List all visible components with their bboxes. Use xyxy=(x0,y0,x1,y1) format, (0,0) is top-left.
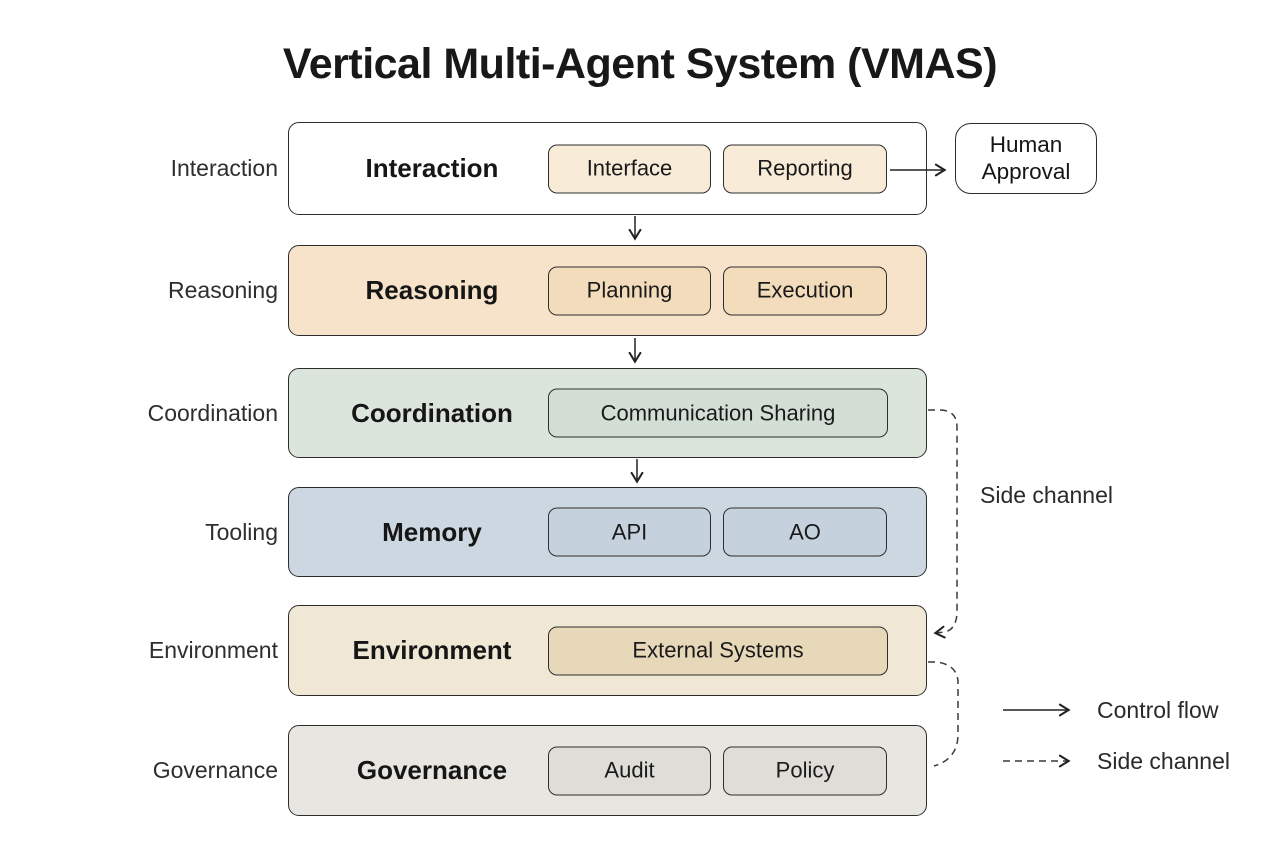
layer-row-coordination: Coordination Coordination Communication … xyxy=(0,368,1280,458)
reasoning-layer-label: Reasoning xyxy=(365,275,499,305)
environment-layer-label: Environment xyxy=(352,635,512,665)
governance-layer-label: Governance xyxy=(356,755,508,785)
audit-subbox: Audit xyxy=(548,746,711,795)
legend-control-flow-label: Control flow xyxy=(1097,697,1219,723)
planning-subbox: Planning xyxy=(548,266,711,315)
communication-sharing-subbox: Communication Sharing xyxy=(548,388,888,438)
side-label-reasoning: Reasoning xyxy=(168,277,278,303)
interaction-layer-box: Interaction Interface Reporting xyxy=(288,122,927,215)
coordination-layer-label: Coordination xyxy=(351,397,513,428)
side-label-tooling: Tooling xyxy=(205,518,278,545)
interaction-layer-label: Interaction xyxy=(365,153,499,183)
diagram-title: Vertical Multi-Agent System (VMAS) xyxy=(282,40,998,88)
governance-layer-box: Governance Audit Policy xyxy=(288,725,927,816)
memory-layer-box: Memory API AO xyxy=(288,487,927,577)
layer-row-reasoning: Reasoning Reasoning Planning Execution xyxy=(0,245,1280,336)
side-channel-annotation: Side channel xyxy=(980,482,1113,508)
side-label-governance: Governance xyxy=(152,757,278,783)
layer-row-environment: Environment Environment External Systems xyxy=(0,605,1280,696)
legend-side-channel-label: Side channel xyxy=(1097,748,1230,774)
side-label-environment: Environment xyxy=(148,637,278,663)
ao-subbox: AO xyxy=(723,507,887,557)
coordination-layer-box: Coordination Communication Sharing xyxy=(288,368,927,458)
memory-layer-label: Memory xyxy=(382,516,482,547)
layer-row-governance: Governance Governance Audit Policy xyxy=(0,725,1280,816)
human-approval-box: Human Approval xyxy=(955,123,1097,194)
interface-subbox: Interface xyxy=(548,144,711,193)
execution-subbox: Execution xyxy=(723,266,887,315)
layer-row-tooling: Tooling Memory API AO xyxy=(0,487,1280,577)
side-label-interaction: Interaction xyxy=(170,155,278,181)
layer-row-interaction: Interaction Interaction Interface Report… xyxy=(0,122,1280,215)
external-systems-subbox: External Systems xyxy=(548,626,888,675)
reasoning-layer-box: Reasoning Planning Execution xyxy=(288,245,927,336)
environment-layer-box: Environment External Systems xyxy=(288,605,927,696)
reporting-subbox: Reporting xyxy=(723,144,887,193)
policy-subbox: Policy xyxy=(723,746,887,795)
side-label-coordination: Coordination xyxy=(147,399,278,426)
api-subbox: API xyxy=(548,507,711,557)
